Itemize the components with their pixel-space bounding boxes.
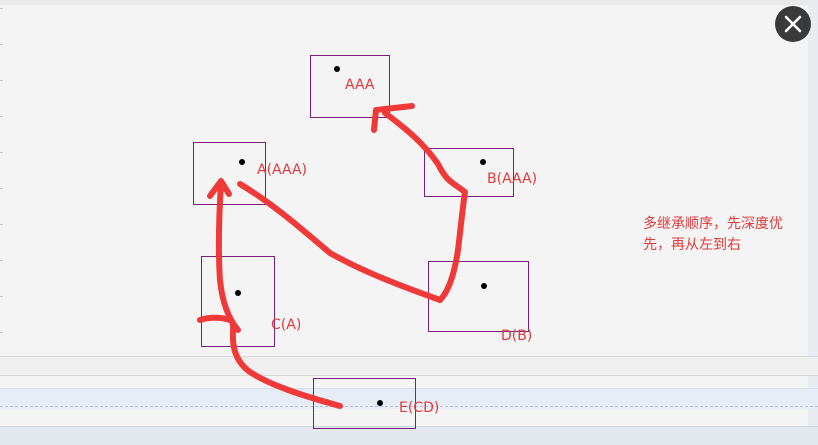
label-d: D(B) [501, 328, 533, 344]
class-box-a [193, 142, 266, 205]
background-toolbar [0, 356, 818, 376]
class-box-c [201, 256, 275, 347]
class-box-b: B(AAA) [424, 148, 537, 197]
node-dot [480, 159, 486, 165]
left-margin-ticks [0, 8, 3, 348]
class-box-aaa: AAA [310, 55, 390, 118]
label-aaa: AAA [345, 77, 375, 93]
node-dot [481, 283, 487, 289]
label-e: E(CD) [399, 400, 440, 416]
node-dot [235, 290, 241, 296]
node-dot [239, 159, 245, 165]
class-box-e: E(CD) [313, 378, 439, 429]
class-box-d [428, 261, 529, 332]
label-c: C(A) [271, 317, 302, 333]
label-b: B(AAA) [487, 171, 538, 187]
close-icon [784, 15, 802, 33]
mro-note: 多继承顺序，先深度优先，再从左到右 [643, 216, 783, 253]
dashed-divider [0, 406, 818, 407]
node-dot [334, 66, 340, 72]
right-scroll-edge [808, 0, 818, 444]
node-dot [377, 400, 383, 406]
window-top-edge [0, 0, 818, 5]
close-button[interactable] [775, 6, 811, 42]
label-a: A(AAA) [257, 162, 308, 178]
background-statusbar [0, 426, 818, 445]
